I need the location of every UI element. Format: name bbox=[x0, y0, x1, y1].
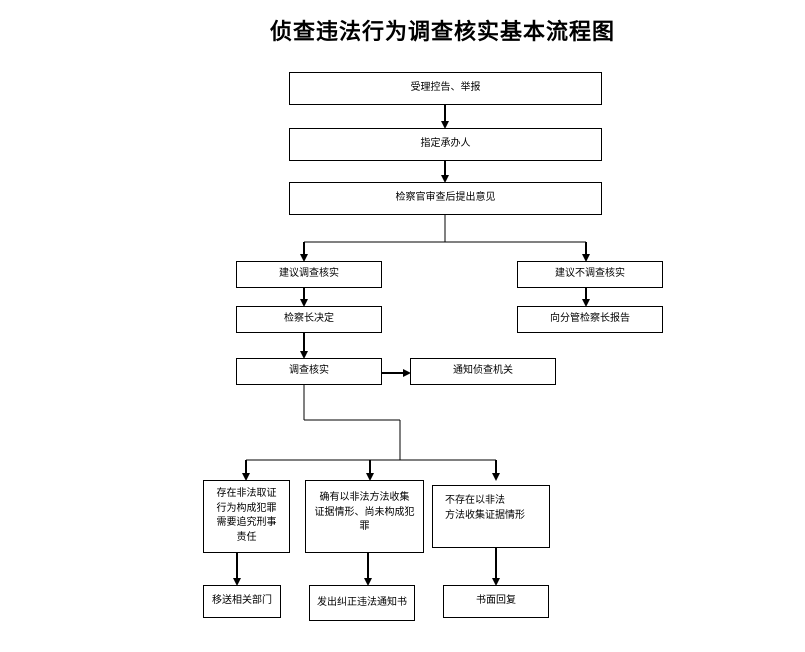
node-receive-label: 受理控告、举报 bbox=[410, 82, 481, 94]
node-investigate: 调查核实 bbox=[236, 358, 382, 385]
node-chief-decision-label: 检察长决定 bbox=[284, 313, 334, 325]
node-reply-label: 书面回复 bbox=[476, 595, 516, 607]
node-report-chief: 向分管检察长报告 bbox=[517, 306, 663, 333]
node-suggest-investigate: 建议调查核实 bbox=[236, 261, 382, 288]
node-chief-decision: 检察长决定 bbox=[236, 306, 382, 333]
node-no-illegal: 不存在以非法 方法收集证据情形 bbox=[432, 485, 550, 548]
node-transfer-label: 移送相关部门 bbox=[212, 595, 272, 607]
node-investigate-label: 调查核实 bbox=[289, 365, 329, 377]
node-reply: 书面回复 bbox=[443, 585, 549, 618]
node-assign: 指定承办人 bbox=[289, 128, 602, 161]
node-suggest-not-investigate-label: 建议不调查核实 bbox=[555, 268, 625, 280]
node-suggest-investigate-label: 建议调查核实 bbox=[279, 268, 339, 280]
node-review: 检察官审查后提出意见 bbox=[289, 182, 602, 215]
node-crime: 存在非法取证 行为构成犯罪 需要追究刑事 责任 bbox=[203, 480, 290, 553]
node-illegal-no-crime-label: 确有以非法方法收集 证据情形、尚未构成犯 罪 bbox=[314, 492, 415, 532]
node-transfer: 移送相关部门 bbox=[203, 585, 281, 618]
node-report-chief-label: 向分管检察长报告 bbox=[550, 313, 630, 325]
node-notify: 通知侦查机关 bbox=[410, 358, 556, 385]
node-no-illegal-label: 不存在以非法 方法收集证据情形 bbox=[445, 495, 525, 521]
node-review-label: 检察官审查后提出意见 bbox=[395, 192, 496, 204]
node-crime-label: 存在非法取证 行为构成犯罪 需要追究刑事 责任 bbox=[216, 488, 277, 543]
node-notify-label: 通知侦查机关 bbox=[453, 365, 513, 377]
node-suggest-not-investigate: 建议不调查核实 bbox=[517, 261, 663, 288]
node-illegal-no-crime: 确有以非法方法收集 证据情形、尚未构成犯 罪 bbox=[305, 480, 424, 553]
node-assign-label: 指定承办人 bbox=[420, 138, 471, 150]
page-title: 侦查违法行为调查核实基本流程图 bbox=[269, 20, 615, 45]
node-correction: 发出纠正违法通知书 bbox=[309, 585, 415, 621]
node-receive: 受理控告、举报 bbox=[289, 72, 602, 105]
node-correction-label: 发出纠正违法通知书 bbox=[317, 596, 407, 608]
